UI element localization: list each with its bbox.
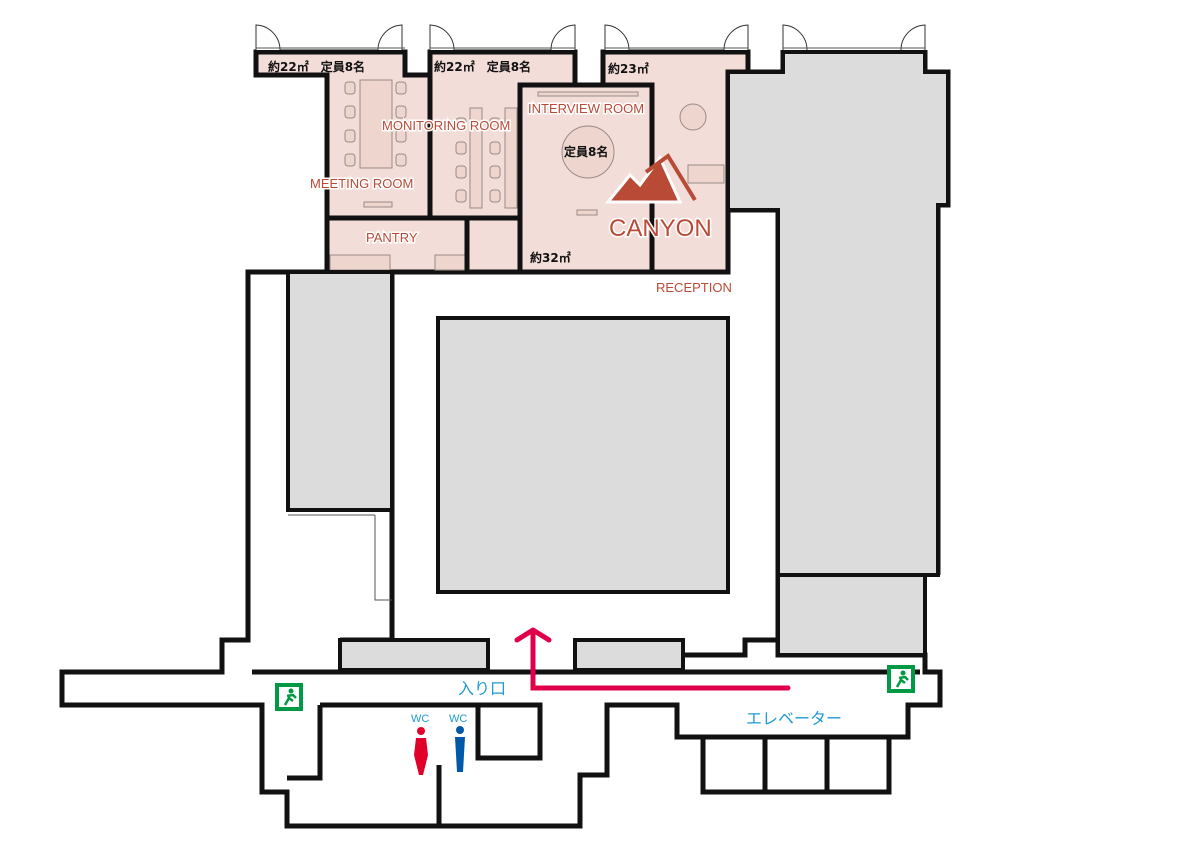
wc-women-label: WC xyxy=(411,713,429,725)
women-icon xyxy=(414,727,428,775)
meeting-room[interactable] xyxy=(253,49,433,221)
entrance-label: 入り口 xyxy=(458,679,506,698)
grey-block-bottom-right xyxy=(573,638,685,672)
pantry-label: PANTRY xyxy=(366,230,418,245)
canyon-logo-text: CANYON xyxy=(609,215,712,242)
grey-block-center xyxy=(436,316,730,594)
wc-men-label: WC xyxy=(449,713,467,725)
emergency-exit-icon xyxy=(275,683,303,711)
interview-room-capacity: 定員8名 xyxy=(564,144,608,159)
meeting-room-label: MEETING ROOM xyxy=(310,176,413,191)
monitoring-room-label: MONITORING ROOM xyxy=(382,118,510,133)
emergency-exit-icon xyxy=(887,665,915,693)
canyon-mountain-icon xyxy=(604,153,697,204)
route-arrow-icon xyxy=(514,627,791,691)
grey-block-right xyxy=(726,50,950,577)
interview-room-area: 約32㎡ xyxy=(530,250,571,265)
grey-block-right-lower xyxy=(776,573,927,657)
interview-room[interactable] xyxy=(517,82,655,275)
elevator-label: エレベーター xyxy=(746,709,842,728)
grey-block-bottom-left xyxy=(338,638,490,672)
top-doors xyxy=(255,24,926,51)
reception-area-size: 約23㎡ xyxy=(608,61,649,76)
grey-block-left xyxy=(286,270,394,512)
monitoring-room[interactable] xyxy=(427,49,578,221)
monitoring-room-area: 約22㎡ 定員8名 xyxy=(434,59,531,74)
meeting-room-area: 約22㎡ 定員8名 xyxy=(268,59,365,74)
pantry[interactable] xyxy=(324,215,470,275)
men-icon xyxy=(455,726,465,772)
elevators xyxy=(700,734,892,795)
storage-room xyxy=(464,215,523,275)
wc-area xyxy=(287,702,610,826)
interview-room-label: INTERVIEW ROOM xyxy=(528,101,644,116)
reception-label: RECEPTION xyxy=(656,280,732,295)
